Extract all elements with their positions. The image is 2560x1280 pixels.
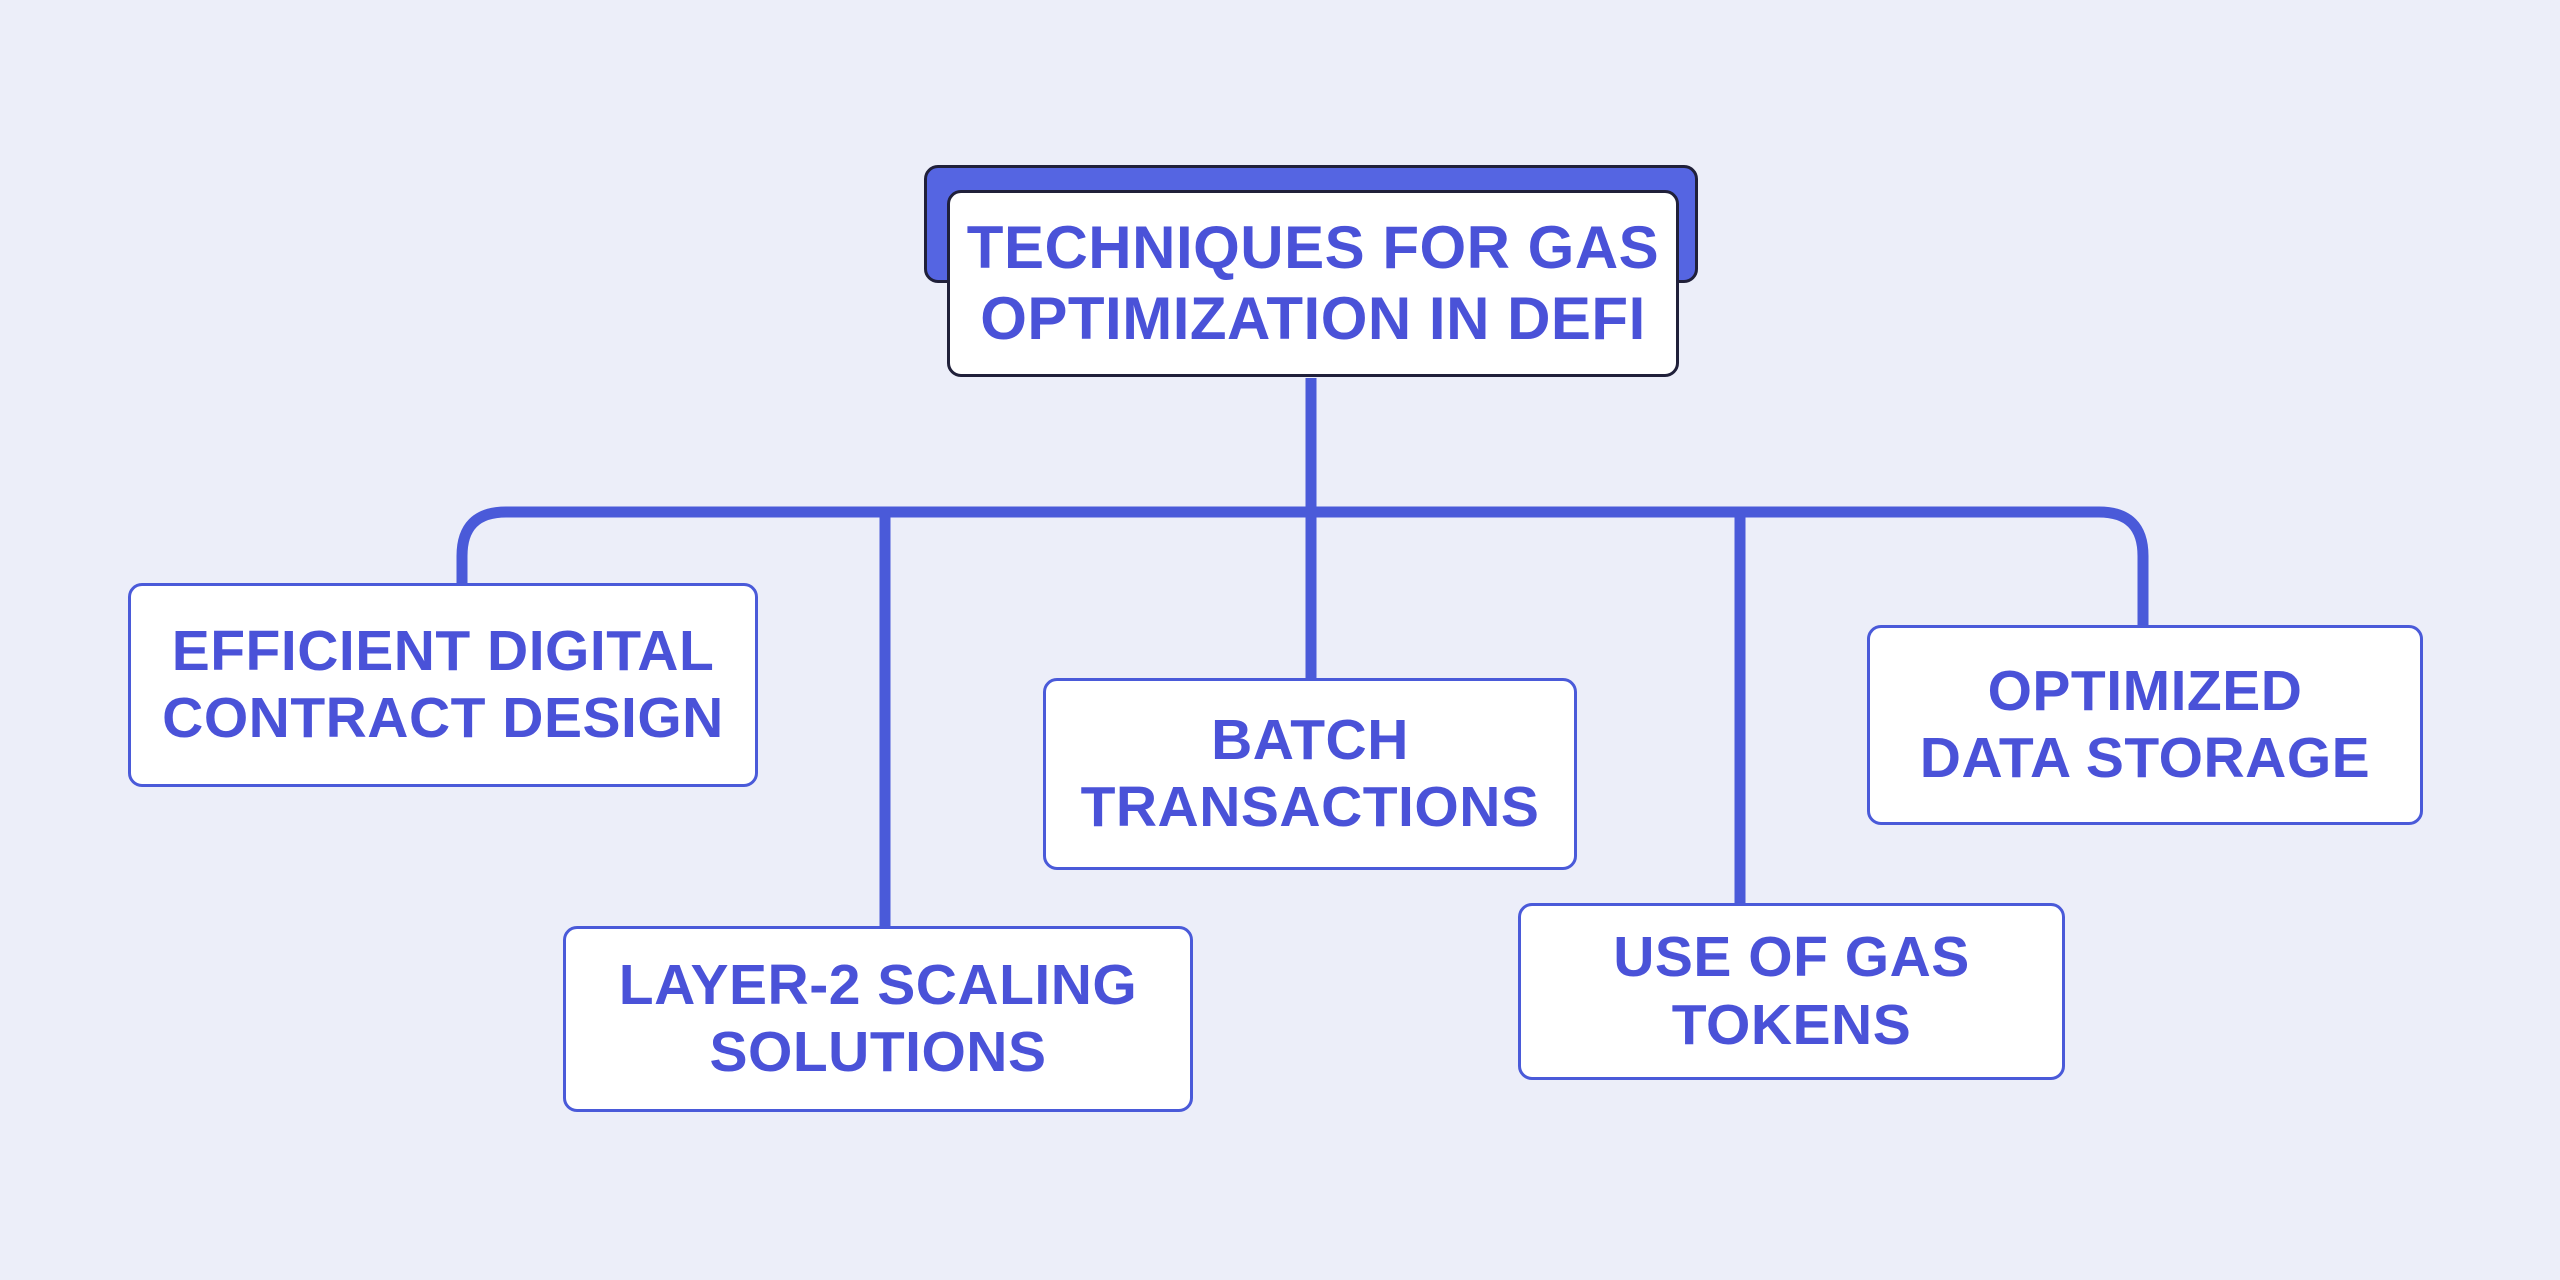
node-label: BATCH TRANSACTIONS <box>1080 707 1540 839</box>
node-label: OPTIMIZED DATA STORAGE <box>1919 658 2371 790</box>
node-optimized-data-storage: OPTIMIZED DATA STORAGE <box>1867 625 2423 825</box>
node-efficient-digital-contract-design: EFFICIENT DIGITAL CONTRACT DESIGN <box>128 583 758 787</box>
node-label: EFFICIENT DIGITAL CONTRACT DESIGN <box>162 618 724 750</box>
node-label: USE OF GAS TOKENS <box>1613 925 1970 1057</box>
root-node-label: TECHNIQUES FOR GAS OPTIMIZATION IN DEFI <box>966 213 1660 352</box>
root-node-box: TECHNIQUES FOR GAS OPTIMIZATION IN DEFI <box>947 190 1679 377</box>
node-label: LAYER-2 SCALING SOLUTIONS <box>618 952 1138 1084</box>
node-layer-2-scaling-solutions: LAYER-2 SCALING SOLUTIONS <box>563 926 1193 1112</box>
node-use-of-gas-tokens: USE OF GAS TOKENS <box>1518 903 2065 1080</box>
node-batch-transactions: BATCH TRANSACTIONS <box>1043 678 1577 870</box>
connector-horizontal-branch <box>456 506 2149 625</box>
